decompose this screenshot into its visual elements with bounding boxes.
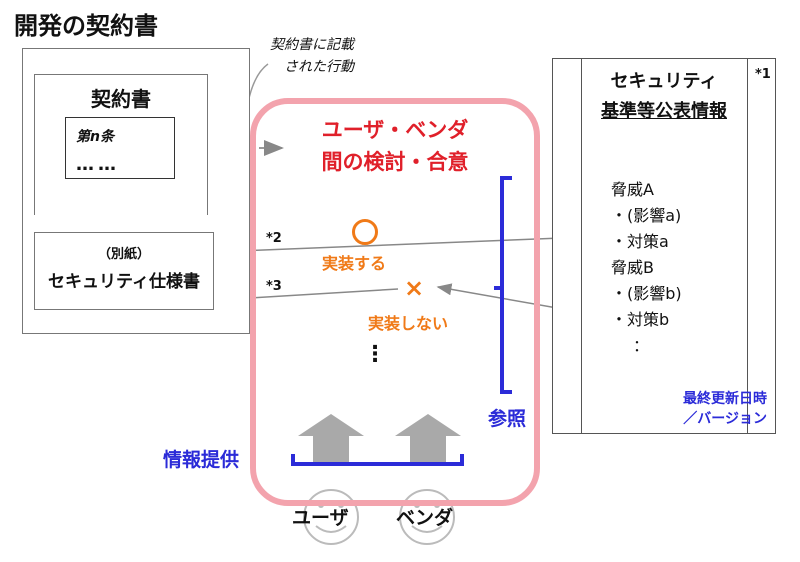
more-dots: ⋮ (364, 342, 386, 367)
user-up-arrow (298, 414, 364, 462)
spec-title: セキュリティ仕様書 (48, 272, 200, 292)
implement-circle-icon (352, 219, 378, 245)
implement-label: 実装する (322, 254, 387, 273)
not-implement-label: 実装しない (368, 314, 449, 333)
page-title: 開発の契約書 (14, 12, 158, 40)
security-info-title1: セキュリティ (610, 71, 718, 92)
threat-item: 脅威A (611, 180, 654, 199)
article-label: 第n条 (76, 129, 114, 145)
threat-item: ： (633, 336, 650, 355)
annotation-line1: 契約書に記載 (270, 37, 354, 53)
discussion-box (250, 98, 540, 506)
last-updated-line2: ／バージョン (683, 411, 767, 427)
reference-bracket (494, 176, 512, 394)
info-provision-label: 情報提供 (163, 449, 240, 471)
discussion-title: ユーザ・ベンダ 間の検討・合意 (250, 114, 540, 178)
security-info-panel: セキュリティ 基準等公表情報 *1 脅威A ・(影響a) ・対策a 脅威B ・(… (552, 58, 776, 434)
panel-divider-left (581, 59, 582, 433)
footnote-3: *3 (266, 279, 282, 294)
discussion-line1: ユーザ・ベンダ (321, 118, 469, 142)
contract-document: 契約書 第n条 …… (34, 74, 208, 215)
article-dots: …… (76, 154, 120, 175)
annotation-line2: された行動 (284, 59, 354, 75)
footnote-2: *2 (266, 231, 282, 246)
not-implement-cross-icon: × (404, 274, 425, 302)
reference-label: 参照 (488, 408, 527, 430)
security-info-title2: 基準等公表情報 (601, 101, 727, 122)
threat-item: ・対策b (611, 310, 670, 329)
footnote-1: *1 (755, 67, 771, 82)
threat-item: 脅威B (611, 258, 654, 277)
contract-title: 契約書 (91, 87, 151, 111)
security-spec-box: （別紙） セキュリティ仕様書 (34, 232, 214, 310)
security-info-title: セキュリティ 基準等公表情報 (553, 67, 775, 127)
info-bracket (291, 454, 464, 466)
last-updated-line1: 最終更新日時 (683, 391, 767, 407)
threat-list: 脅威A ・(影響a) ・対策a 脅威B ・(影響b) ・対策b ： (611, 177, 682, 359)
last-updated: 最終更新日時 ／バージョン (639, 389, 767, 429)
user-label: ユーザ (292, 507, 349, 529)
threat-item: ・(影響b) (611, 284, 682, 303)
threat-item: ・対策a (611, 232, 669, 251)
discussion-line2: 間の検討・合意 (321, 150, 469, 174)
panel-divider-right (747, 59, 748, 433)
spec-subtitle: （別紙） (97, 247, 150, 262)
arrow-countermeasure-a (212, 235, 613, 258)
threat-item: ・(影響a) (611, 206, 682, 225)
vendor-label: ベンダ (396, 507, 454, 529)
annotation: 契約書に記載 された行動 (270, 34, 354, 78)
article-box: 第n条 …… (65, 117, 175, 179)
vendor-up-arrow (395, 414, 461, 462)
